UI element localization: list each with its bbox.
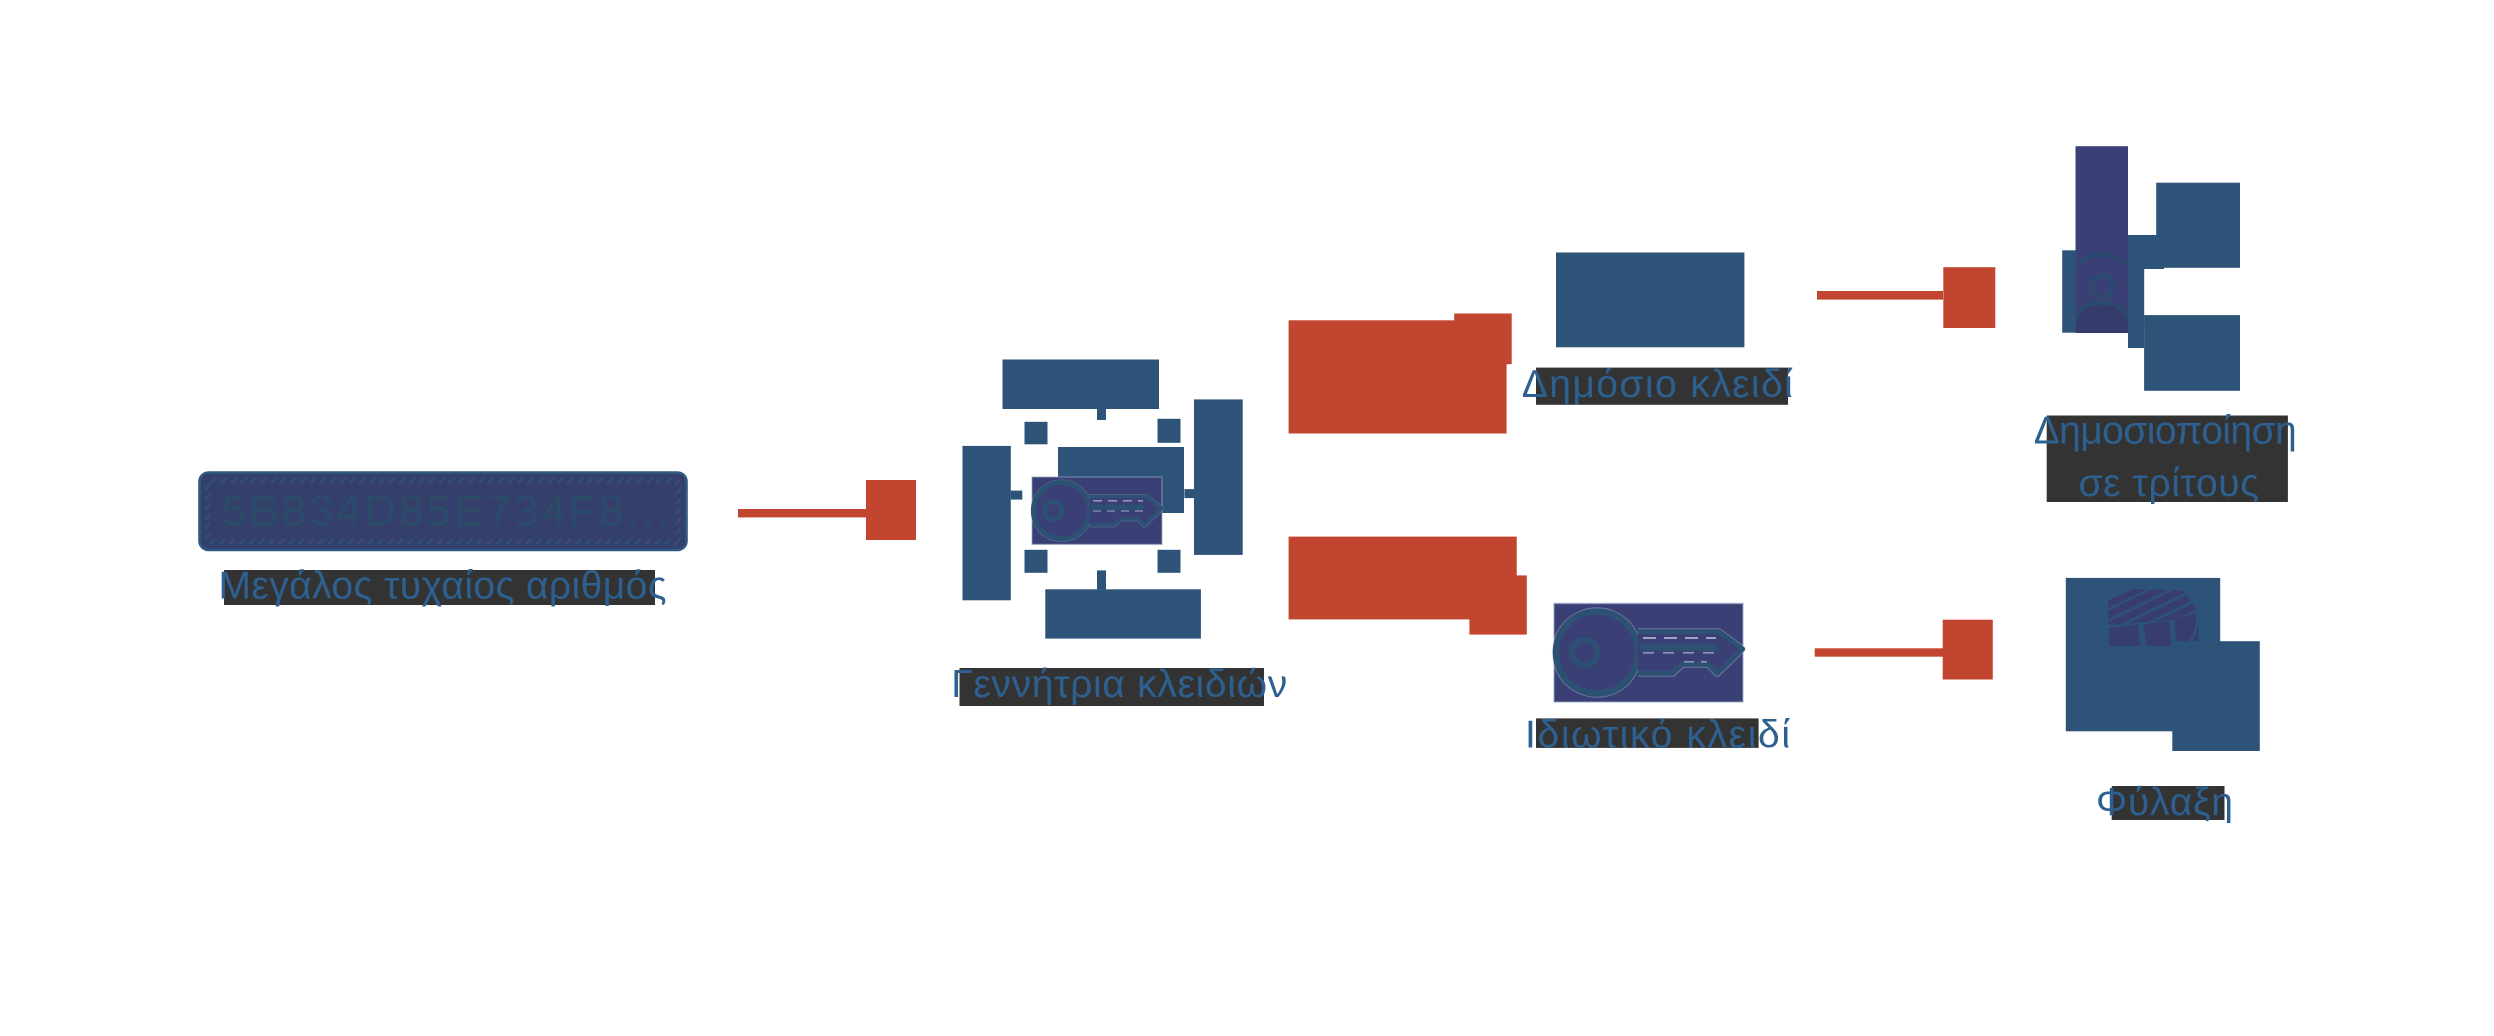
- svg-text:Μεγάλος τυχαίος αριθμός: Μεγάλος τυχαίος αριθμός: [219, 564, 667, 607]
- svg-text:σε τρίτους: σε τρίτους: [2078, 462, 2259, 505]
- svg-text:Δημόσιο κλειδί: Δημόσιο κλειδί: [1522, 363, 1793, 406]
- svg-text:Ιδιωτικό κλειδί: Ιδιωτικό κλειδί: [1525, 713, 1790, 756]
- svg-text:5B834D85E734F8...: 5B834D85E734F8...: [222, 487, 670, 536]
- svg-text:Δημοσιοποίηση: Δημοσιοποίηση: [2034, 410, 2297, 453]
- svg-text:Φύλαξη: Φύλαξη: [2096, 781, 2233, 824]
- svg-text:Γεννήτρια κλειδιών: Γεννήτρια κλειδιών: [951, 663, 1287, 706]
